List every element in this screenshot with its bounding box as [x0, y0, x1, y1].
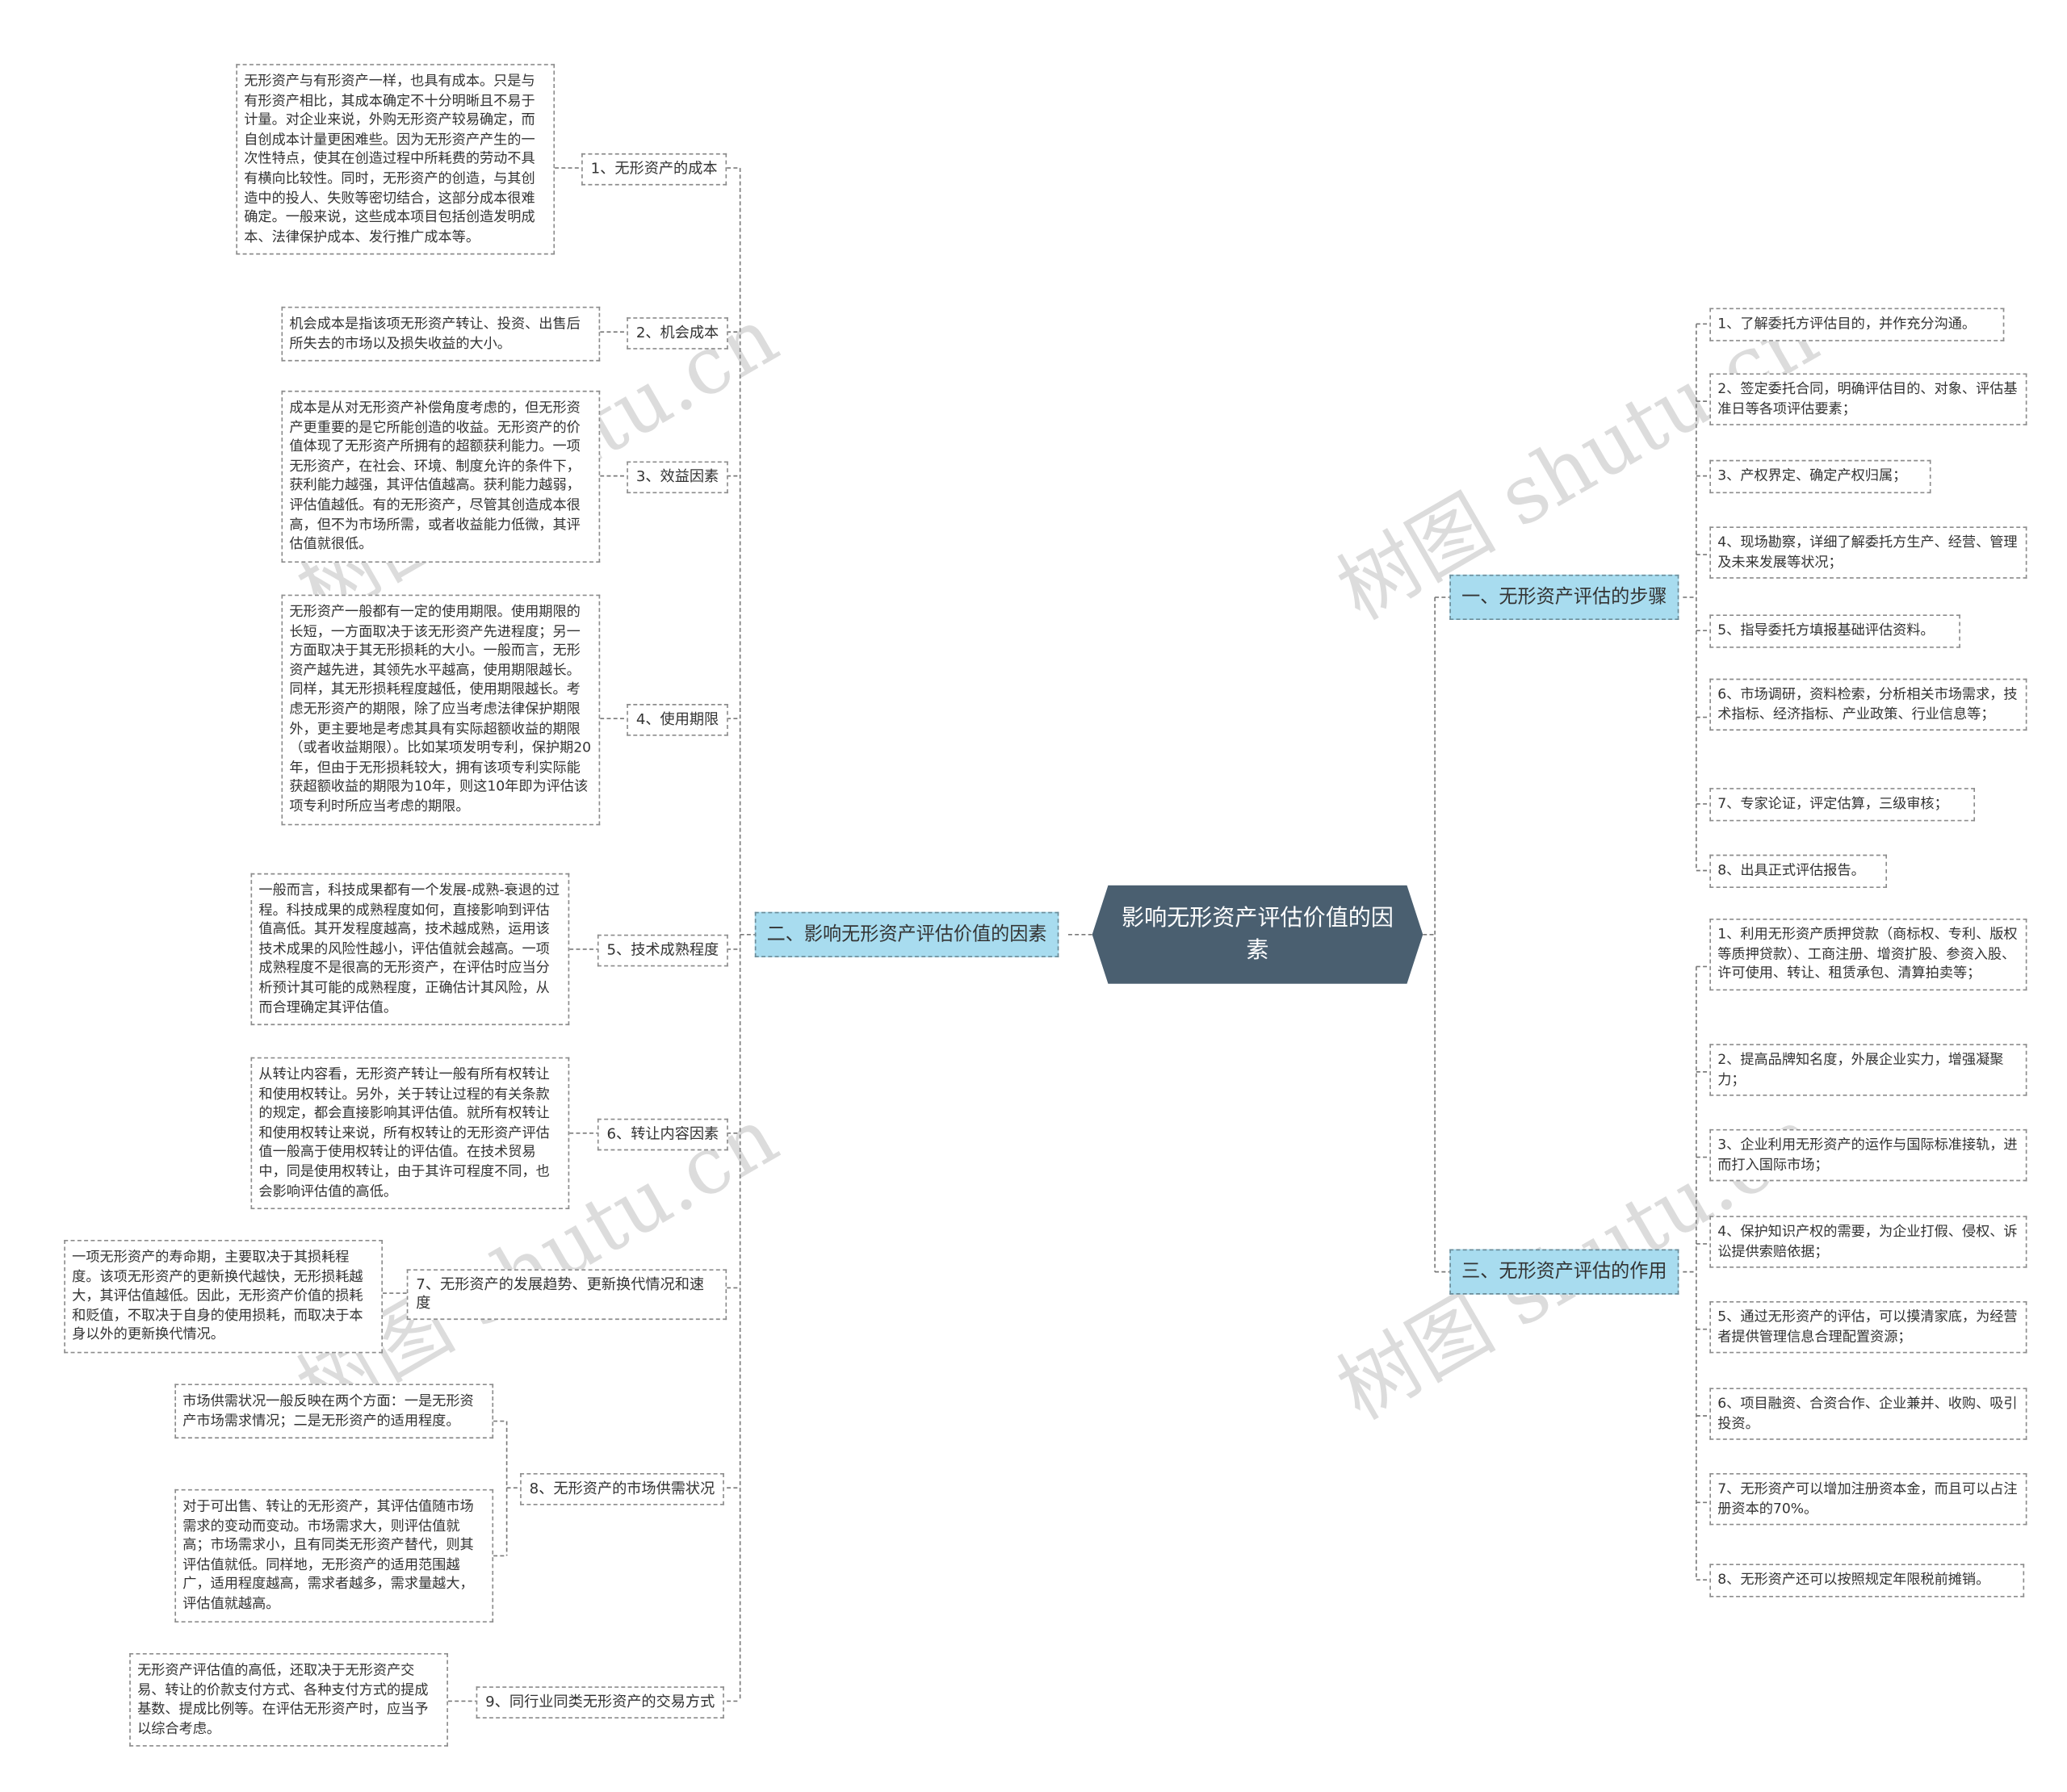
- role-item[interactable]: 8、无形资产还可以按照规定年限税前摊销。: [1709, 1564, 2025, 1597]
- factor-detail: 成本是从对无形资产补偿角度考虑的，但无形资产更重要的是它所能创造的收益。无形资产…: [281, 390, 601, 563]
- factor-detail: 对于可出售、转让的无形资产，其评估值随市场需求的变动而变动。市场需求大，则评估值…: [174, 1488, 494, 1622]
- step-item[interactable]: 8、出具正式评估报告。: [1709, 854, 1888, 888]
- role-item[interactable]: 3、企业利用无形资产的运作与国际标准接轨，进而打入国际市场；: [1709, 1128, 2027, 1182]
- factor-label: 6、转让内容因素: [606, 1124, 719, 1143]
- factor-trade-mode[interactable]: 9、同行业同类无形资产的交易方式: [476, 1686, 724, 1719]
- factor-detail: 机会成本是指该项无形资产转让、投资、出售后所失去的市场以及损失收益的大小。: [281, 306, 601, 362]
- factor-maturity[interactable]: 5、技术成熟程度: [597, 934, 728, 967]
- factor-detail: 市场供需状况一般反映在两个方面：一是无形资产市场需求情况；二是无形资产的适用程度…: [174, 1384, 494, 1439]
- step-item[interactable]: 4、现场勘察，详细了解委托方生产、经营、管理及未来发展等状况；: [1709, 526, 2027, 580]
- factor-term[interactable]: 4、使用期限: [627, 704, 728, 736]
- role-item[interactable]: 4、保护知识产权的需要，为企业打假、侵权、诉讼提供索赔依据；: [1709, 1216, 2027, 1268]
- role-item[interactable]: 7、无形资产可以增加注册资本金，而且可以占注册资本的70%。: [1709, 1473, 2027, 1526]
- root-title: 影响无形资产评估价值的因素: [1121, 905, 1394, 965]
- branch-label: 一、无形资产评估的步骤: [1461, 586, 1667, 609]
- role-item[interactable]: 5、通过无形资产的评估，可以摸清家底，为经营者提供管理信息合理配置资源；: [1709, 1300, 2027, 1354]
- factor-label: 3、效益因素: [635, 467, 719, 486]
- factor-label: 5、技术成熟程度: [606, 941, 719, 959]
- branch-factors[interactable]: 二、影响无形资产评估价值的因素: [754, 911, 1059, 957]
- factor-label: 9、同行业同类无形资产的交易方式: [485, 1693, 715, 1711]
- step-item[interactable]: 5、指导委托方填报基础评估资料。: [1709, 614, 1960, 648]
- factor-detail: 无形资产评估值的高低，还取决于无形资产交易、转让的价款支付方式、各种支付方式的提…: [129, 1652, 448, 1748]
- branch-roles[interactable]: 三、无形资产评估的作用: [1449, 1249, 1679, 1295]
- factor-benefit[interactable]: 3、效益因素: [627, 461, 728, 494]
- factor-label: 2、机会成本: [635, 324, 719, 341]
- role-item[interactable]: 6、项目融资、合资合作、企业兼并、收购、吸引投资。: [1709, 1388, 2027, 1441]
- factor-cost[interactable]: 1、无形资产的成本: [581, 153, 727, 186]
- role-item[interactable]: 1、利用无形资产质押贷款（商标权、专利、版权等质押贷款）、工商注册、增资扩股、参…: [1709, 918, 2027, 990]
- branch-label: 三、无形资产评估的作用: [1461, 1261, 1667, 1283]
- step-item[interactable]: 3、产权界定、确定产权归属；: [1709, 459, 1931, 493]
- factor-label: 8、无形资产的市场供需状况: [529, 1480, 715, 1497]
- factor-transfer[interactable]: 6、转让内容因素: [597, 1118, 728, 1151]
- factor-detail: 无形资产一般都有一定的使用期限。使用期限的长短，一方面取决于该无形资产先进程度；…: [281, 594, 601, 825]
- step-item[interactable]: 6、市场调研，资料检索，分析相关市场需求，技术指标、经济指标、产业政策、行业信息…: [1709, 678, 2027, 731]
- branch-steps[interactable]: 一、无形资产评估的步骤: [1449, 574, 1679, 620]
- factor-label: 1、无形资产的成本: [590, 160, 718, 178]
- step-item[interactable]: 2、签定委托合同，明确评估目的、对象、评估基准日等各项评估要素；: [1709, 373, 2027, 426]
- factor-label: 7、无形资产的发展趋势、更新换代情况和速度: [416, 1275, 705, 1313]
- step-item[interactable]: 7、专家论证，评定估算，三级审核；: [1709, 788, 1976, 821]
- branch-label: 二、影响无形资产评估价值的因素: [766, 923, 1047, 945]
- factor-detail: 从转让内容看，无形资产转让一般有所有权转让和使用权转让。另外，关于转让过程的有关…: [250, 1057, 570, 1210]
- role-item[interactable]: 2、提高品牌知名度，外展企业实力，增强凝聚力；: [1709, 1044, 2027, 1096]
- step-item[interactable]: 1、了解委托方评估目的，并作充分沟通。: [1709, 308, 2005, 341]
- factor-label: 4、使用期限: [635, 710, 719, 728]
- factor-market[interactable]: 8、无形资产的市场供需状况: [520, 1473, 724, 1505]
- root-topic[interactable]: 影响无形资产评估价值的因素: [1092, 886, 1423, 984]
- factor-opportunity-cost[interactable]: 2、机会成本: [627, 317, 728, 350]
- factor-detail: 无形资产与有形资产一样，也具有成本。只是与有形资产相比，其成本确定不十分明晰且不…: [236, 64, 556, 256]
- factor-detail: 一项无形资产的寿命期，主要取决于其损耗程度。该项无形资产的更新换代越快，无形损耗…: [64, 1239, 384, 1354]
- factor-detail: 一般而言，科技成果都有一个发展-成熟-衰退的过程。科技成果的成熟程度如何，直接影…: [250, 873, 570, 1026]
- factor-trend[interactable]: 7、无形资产的发展趋势、更新换代情况和速度: [406, 1269, 727, 1321]
